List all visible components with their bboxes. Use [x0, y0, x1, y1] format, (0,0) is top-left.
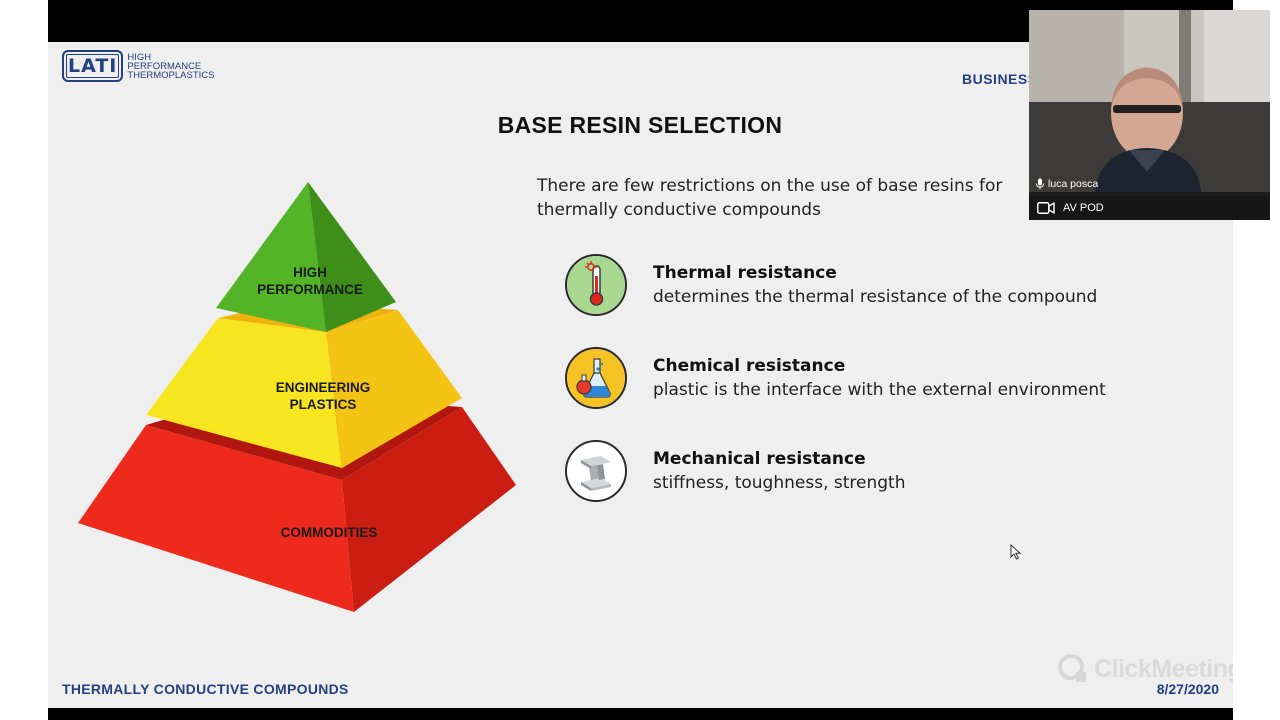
- logo-tagline-line-1: HIGH: [127, 51, 152, 63]
- resistance-title-mechanical: Mechanical resistance: [653, 449, 866, 469]
- logo-tagline-line-2: PERFORMANCE: [127, 60, 202, 72]
- footer-date: 8/27/2020: [1156, 681, 1219, 697]
- business-label: BUSINESS: [962, 71, 1038, 87]
- resistance-item-chemical: Chemical resistance plastic is the inter…: [565, 347, 1106, 409]
- resistance-title-chemical: Chemical resistance: [653, 356, 846, 376]
- thermometer-icon: [565, 254, 627, 316]
- video-camera-icon[interactable]: [1037, 202, 1055, 214]
- pyramid-label-commodities: COMMODITIES: [280, 525, 378, 540]
- mouse-cursor-icon: [1010, 543, 1022, 564]
- steel-beam-icon: [565, 440, 627, 502]
- room-label: AV POD: [1063, 202, 1104, 214]
- logo-tagline-line-3: THERMOPLASTICS: [127, 69, 215, 81]
- slide-title: BASE RESIN SELECTION: [497, 112, 783, 138]
- pyramid-tier-commodities-front: [78, 425, 354, 612]
- resistance-description-mechanical: stiffness, toughness, strength: [653, 473, 906, 493]
- intro-line-2: thermally conductive compounds: [537, 200, 821, 220]
- resistance-text-mechanical: Mechanical resistance stiffness, toughne…: [653, 447, 905, 495]
- resin-pyramid: HIGH PERFORMANCE ENGINEERING PLASTICS CO…: [78, 180, 518, 620]
- pyramid-tier-commodities-side: [342, 407, 516, 612]
- webcam-controls-bar: AV POD: [1029, 196, 1270, 220]
- resistance-item-mechanical: Mechanical resistance stiffness, toughne…: [565, 440, 905, 502]
- resistance-text-thermal: Thermal resistance determines the therma…: [653, 261, 1097, 309]
- pyramid-tier-engineering-side: [326, 310, 462, 468]
- participant-name-tag: luca posca: [1035, 178, 1098, 190]
- intro-line-1: There are few restrictions on the use of…: [537, 176, 1003, 196]
- logo-mark-box: LATI: [62, 50, 124, 82]
- pyramid-label-engineering-plastics: ENGINEERING PLASTICS: [275, 380, 371, 412]
- microphone-icon: [1036, 178, 1044, 190]
- webcam-pod[interactable]: luca posca AV POD: [1029, 10, 1270, 220]
- pyramid-tier-high-performance-side: [308, 182, 396, 332]
- clickmeeting-watermark: ClickMeeting: [1058, 654, 1233, 684]
- intro-text: There are few restrictions on the use of…: [537, 174, 1002, 222]
- resistance-title-thermal: Thermal resistance: [653, 263, 837, 283]
- lati-logo: LATI HIGH PERFORMANCE THERMOPLASTICS: [62, 50, 214, 82]
- participant-name: luca posca: [1048, 178, 1099, 190]
- webcam-video: [1029, 10, 1270, 192]
- pyramid-label-high-performance: HIGH PERFORMANCE: [257, 265, 363, 297]
- footer-subject: THERMALLY CONDUCTIVE COMPOUNDS: [62, 681, 349, 697]
- resistance-description-thermal: determines the thermal resistance of the…: [653, 287, 1098, 307]
- letterbox-bottom: [48, 708, 1233, 720]
- watermark-text: ClickMeeting: [1094, 654, 1233, 683]
- clickmeeting-logo-icon: [1058, 654, 1086, 682]
- pyramid-tier-high-performance-front: [216, 182, 326, 332]
- logo-tagline: HIGH PERFORMANCE THERMOPLASTICS: [127, 51, 215, 81]
- resistance-description-chemical: plastic is the interface with the extern…: [653, 380, 1106, 400]
- resistance-text-chemical: Chemical resistance plastic is the inter…: [653, 354, 1106, 402]
- flask-icon: [565, 347, 627, 409]
- logo-mark: LATI: [68, 55, 118, 77]
- resistance-item-thermal: Thermal resistance determines the therma…: [565, 254, 1097, 316]
- pyramid-tier-engineering-front: [146, 318, 342, 468]
- pyramid-graphic: [78, 182, 516, 612]
